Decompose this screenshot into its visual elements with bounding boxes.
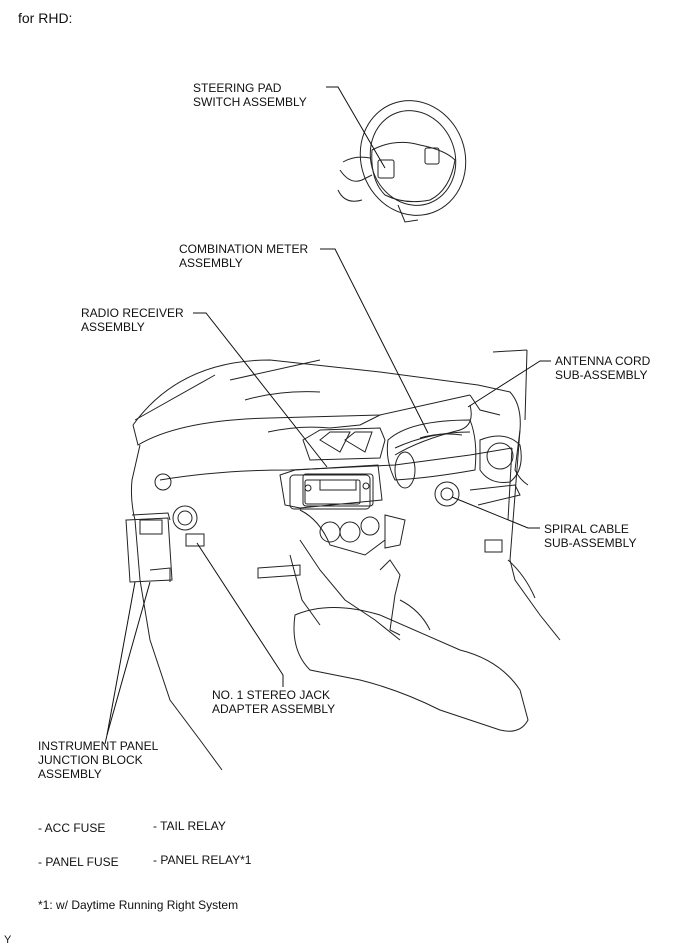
leader-stereo-jack xyxy=(196,542,284,687)
corner-mark: Y xyxy=(4,934,12,946)
leader-spiral-cable xyxy=(451,496,540,529)
panel-fuse-item: - PANEL FUSE xyxy=(38,855,119,869)
spiral-cable-drawing xyxy=(434,481,460,507)
antenna-cord-drawing xyxy=(394,404,472,456)
combination-meter-label: COMBINATION METER ASSEMBLY xyxy=(179,242,309,270)
stereo-jack-label: NO. 1 STEREO JACK ADAPTER ASSEMBLY xyxy=(212,688,336,716)
stereo-jack-drawing xyxy=(185,533,205,547)
leader-junction-block-1 xyxy=(104,581,136,745)
tail-relay-item: - TAIL RELAY xyxy=(153,819,226,833)
leader-junction-block-2 xyxy=(106,581,151,736)
leader-antenna-cord xyxy=(467,360,551,408)
steering-pad-label: STEERING PAD SWITCH ASSEMBLY xyxy=(193,81,307,109)
footnote: *1: w/ Daytime Running Right System xyxy=(38,898,239,912)
leader-lines xyxy=(104,86,551,745)
radio-receiver-label: RADIO RECEIVER ASSEMBLY xyxy=(81,306,184,334)
panel-relay-item: - PANEL RELAY*1 xyxy=(153,853,252,867)
radio-receiver-drawing xyxy=(279,464,383,509)
dashboard-drawing xyxy=(130,349,561,771)
leader-steering-pad xyxy=(326,86,386,169)
steering-wheel-drawing xyxy=(337,100,467,223)
acc-fuse-item: - ACC FUSE xyxy=(38,821,106,835)
junction-block-label: INSTRUMENT PANEL JUNCTION BLOCK ASSEMBLY xyxy=(38,739,159,781)
leader-radio-receiver xyxy=(193,312,328,468)
junction-block-drawing xyxy=(125,512,173,583)
leader-combination-meter xyxy=(320,248,429,434)
page-title: for RHD: xyxy=(18,10,73,26)
antenna-cord-label: ANTENNA CORD SUB-ASSEMBLY xyxy=(555,354,651,382)
spiral-cable-label: SPIRAL CABLE SUB-ASSEMBLY xyxy=(544,522,637,550)
combination-meter-drawing xyxy=(386,419,477,489)
